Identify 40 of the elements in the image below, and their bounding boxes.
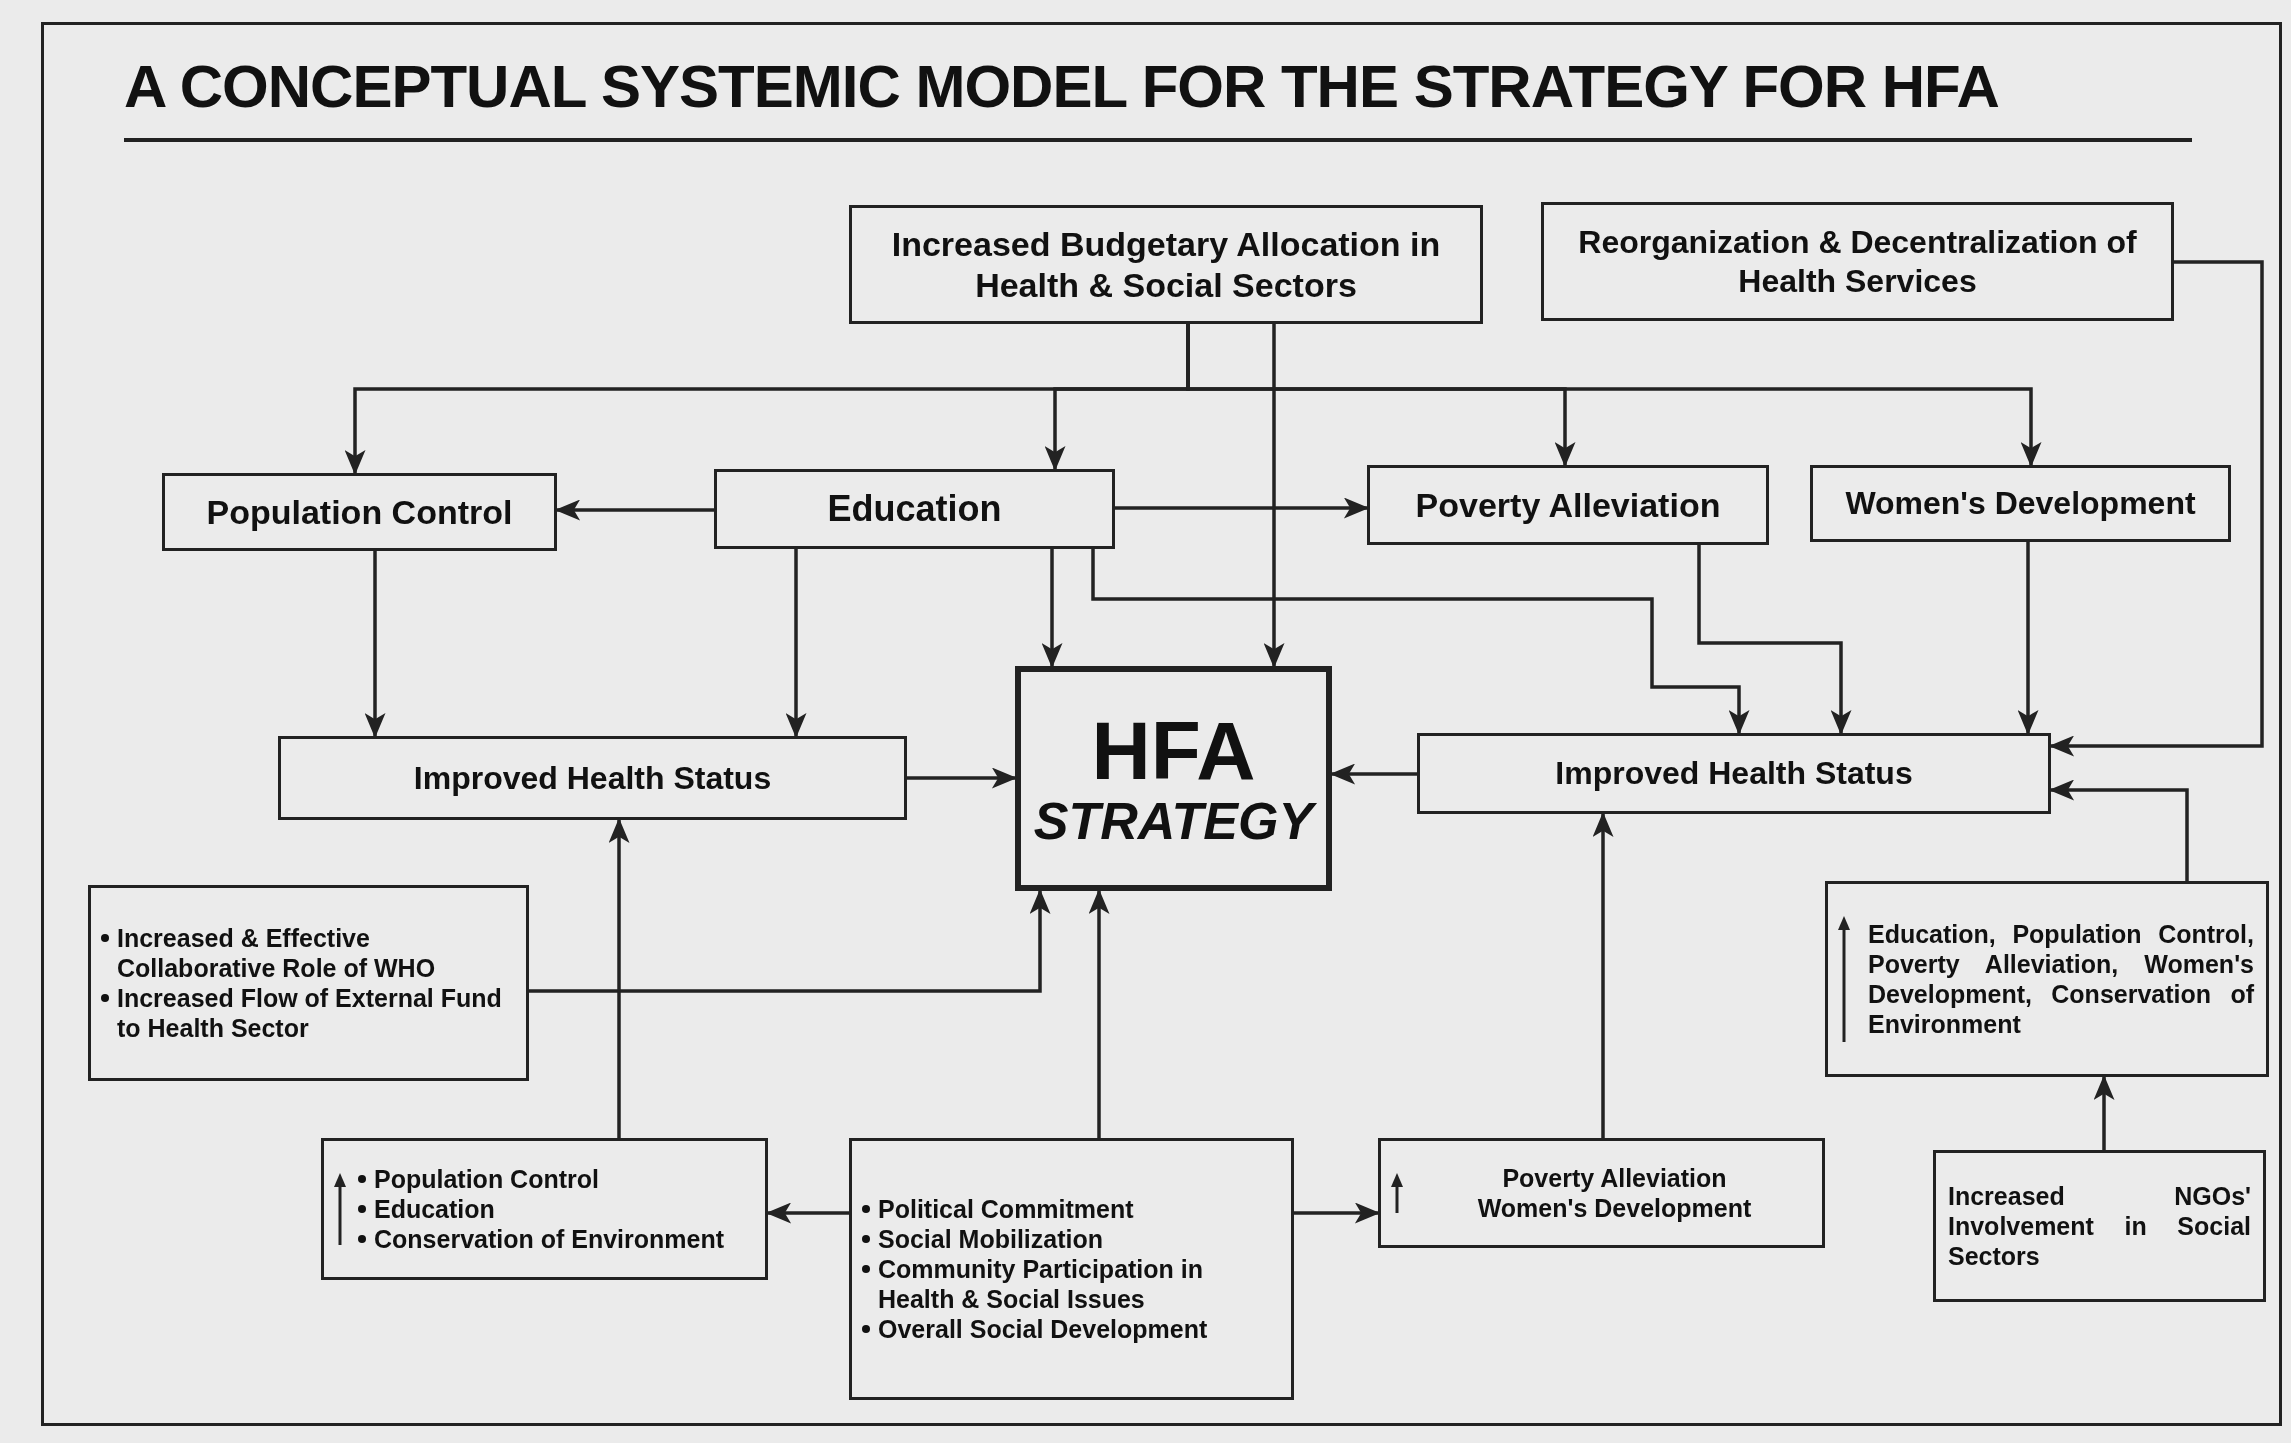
box-label: Women's Development: [1845, 484, 2196, 523]
arrow: [1263, 324, 1285, 669]
box-label: Poverty Alleviation: [1415, 484, 1721, 526]
bullet-item: Increased Flow of External Fund to Health Sector: [117, 983, 503, 1043]
process-box: [1810, 465, 2231, 542]
box-label: Increased NGOs' Involvement in Social Sectors: [1948, 1181, 2251, 1271]
bullet-item: Community Participation in Health & Social Issues: [878, 1254, 1205, 1314]
bullet-box: [321, 1138, 768, 1280]
box-label: Improved Health Status: [1555, 754, 1913, 793]
box-label: Improved Health Status: [413, 758, 772, 798]
process-box: [278, 736, 907, 820]
bullet-item: Increased & Effective Collaborative Role of WHO: [117, 923, 437, 983]
process-box: [1933, 1150, 2266, 1302]
bullet-item: Political Commitment: [878, 1194, 1134, 1224]
process-box: [1367, 465, 1769, 545]
title: A CONCEPTUAL SYSTEMIC MODEL FOR THE STRATEGY FOR HFA: [124, 52, 1999, 121]
box-label: Women's Development: [1477, 1193, 1752, 1223]
process-box: [849, 205, 1483, 324]
process-box: [162, 473, 557, 551]
process-box: [1417, 733, 2051, 814]
box-label: Poverty Alleviation: [1502, 1163, 1727, 1193]
box-heading: HFA: [1091, 708, 1256, 795]
process-box: [1378, 1138, 1825, 1248]
process-box: [714, 469, 1115, 549]
box-label: Education, Population Control, Poverty Alleviation, Women's Development, Conservation of Environment: [1868, 919, 2254, 1039]
box-label: Population Control: [206, 491, 513, 533]
bullet-box: [849, 1138, 1294, 1400]
strategy-box: [1015, 666, 1332, 891]
bullet-item: Social Mobilization: [878, 1224, 1103, 1254]
process-box: [1541, 202, 2174, 321]
process-box: [1825, 881, 2269, 1077]
box-label: Increased Budgetary Allocation in Health & Social Sectors: [890, 223, 1442, 306]
bullet-item: Population Control: [374, 1164, 599, 1194]
box-label: Education: [827, 487, 1002, 531]
bullet-item: Overall Social Development: [878, 1314, 1208, 1344]
bullet-item: Conservation of Environment: [374, 1224, 725, 1254]
box-label: Reorganization & Decentralization of Health Services: [1577, 223, 2138, 300]
bullet-box: [88, 885, 529, 1081]
bullet-item: Education: [374, 1194, 495, 1224]
arrow: [1041, 549, 1063, 669]
